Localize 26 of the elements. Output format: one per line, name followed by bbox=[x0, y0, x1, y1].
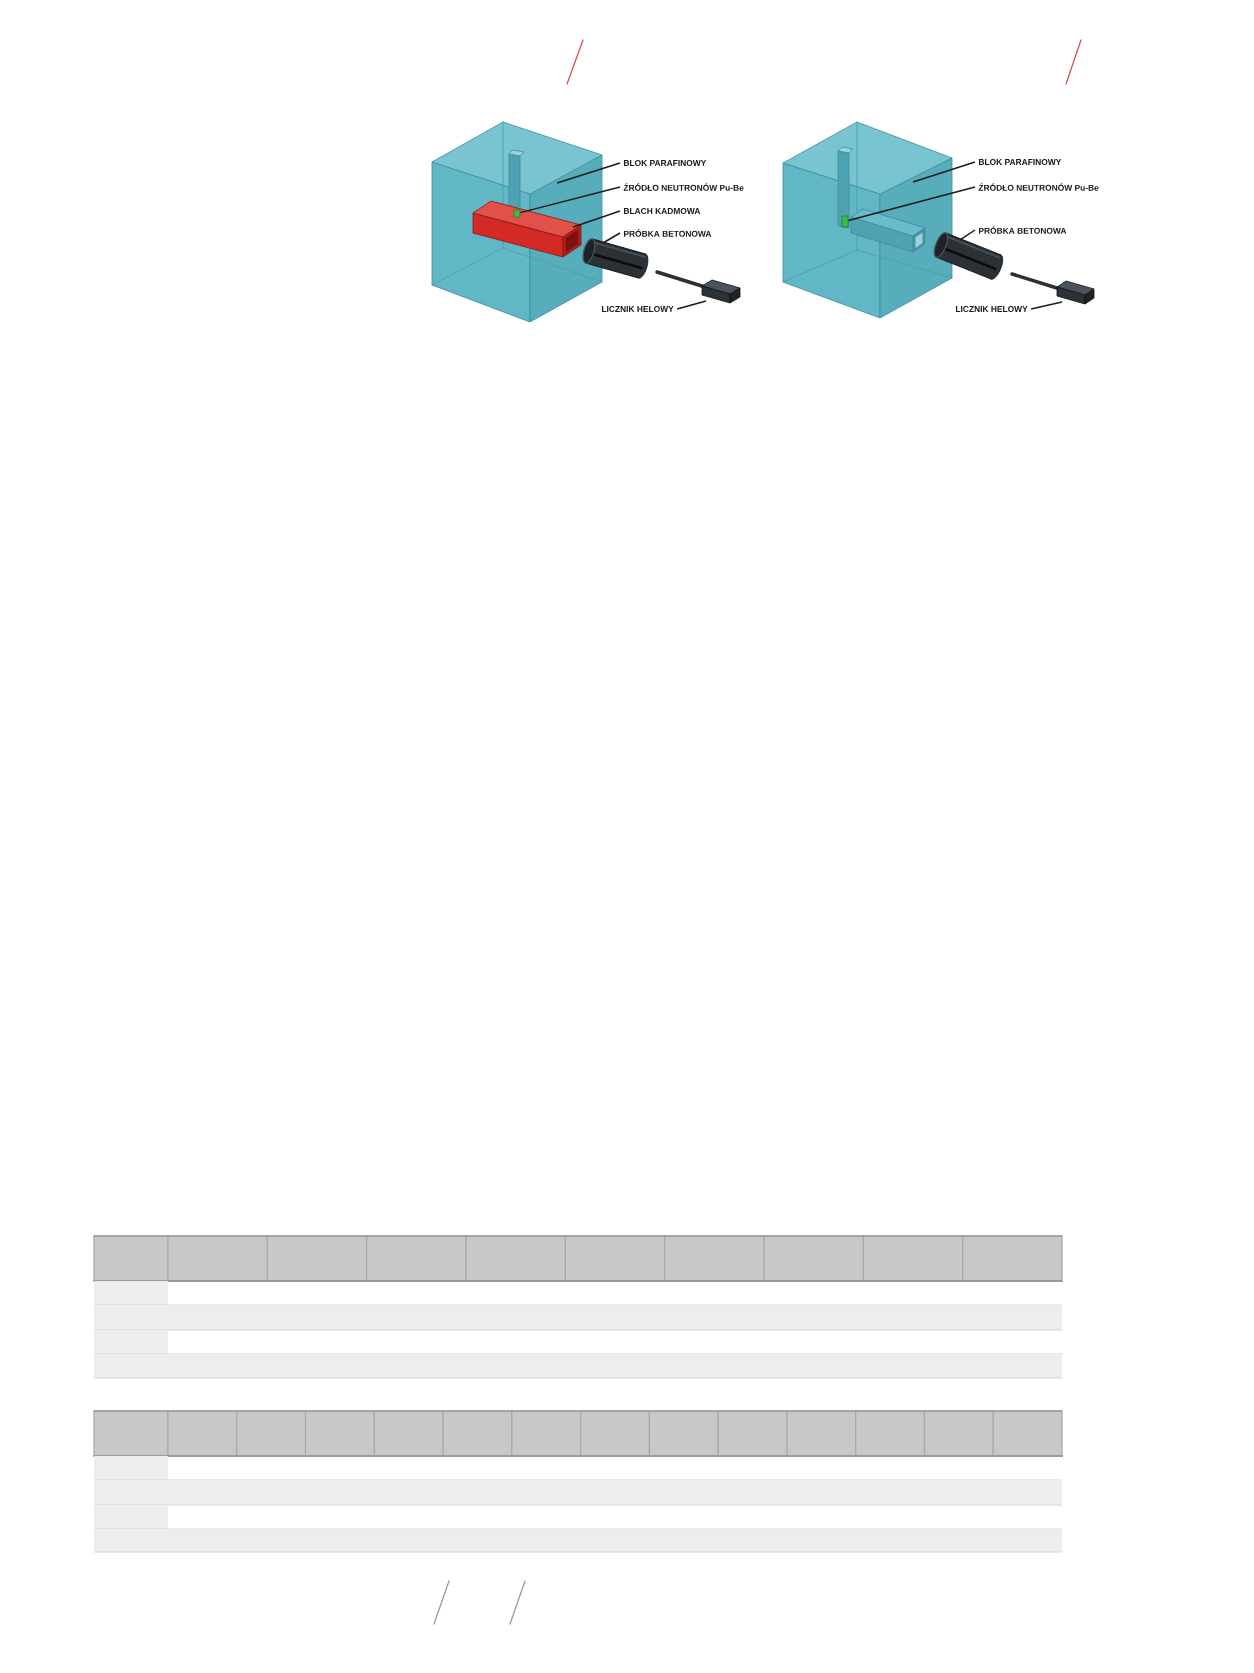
leader-line bbox=[847, 186, 976, 222]
leader-line bbox=[959, 229, 976, 241]
part-label: ŹRÓDŁO NEUTRONÓW Pu-Be bbox=[978, 183, 1099, 191]
part-label: ŹRÓDŁO NEUTRONÓW Pu-Be bbox=[623, 183, 744, 191]
concrete-sample bbox=[582, 238, 649, 279]
part-label: PRÓBKA BETONOWA bbox=[978, 226, 1067, 234]
part-label: BLOK PARAFINOWY bbox=[623, 160, 707, 166]
neutron-source bbox=[513, 209, 521, 218]
leader-line bbox=[519, 186, 621, 214]
leader-line bbox=[556, 162, 621, 184]
leader-line bbox=[602, 232, 621, 244]
leader-line bbox=[676, 300, 707, 310]
neutron-source bbox=[841, 215, 849, 228]
helium-counter bbox=[1010, 272, 1095, 305]
leader-line bbox=[1030, 301, 1063, 310]
concrete-sample bbox=[933, 232, 1004, 280]
part-label: LICZNIK HELOWY bbox=[601, 306, 674, 312]
part-label: BLACH KADMOWA bbox=[623, 208, 701, 214]
leader-line bbox=[572, 210, 621, 228]
leader-line bbox=[912, 161, 976, 183]
paraffin-block bbox=[782, 121, 953, 319]
helium-counter bbox=[655, 270, 741, 304]
part-label: PRÓBKA BETONOWA bbox=[623, 229, 712, 237]
part-label: LICZNIK HELOWY bbox=[955, 306, 1028, 312]
cadmium-sheet bbox=[472, 200, 582, 258]
part-label: BLOK PARAFINOWY bbox=[978, 159, 1062, 165]
